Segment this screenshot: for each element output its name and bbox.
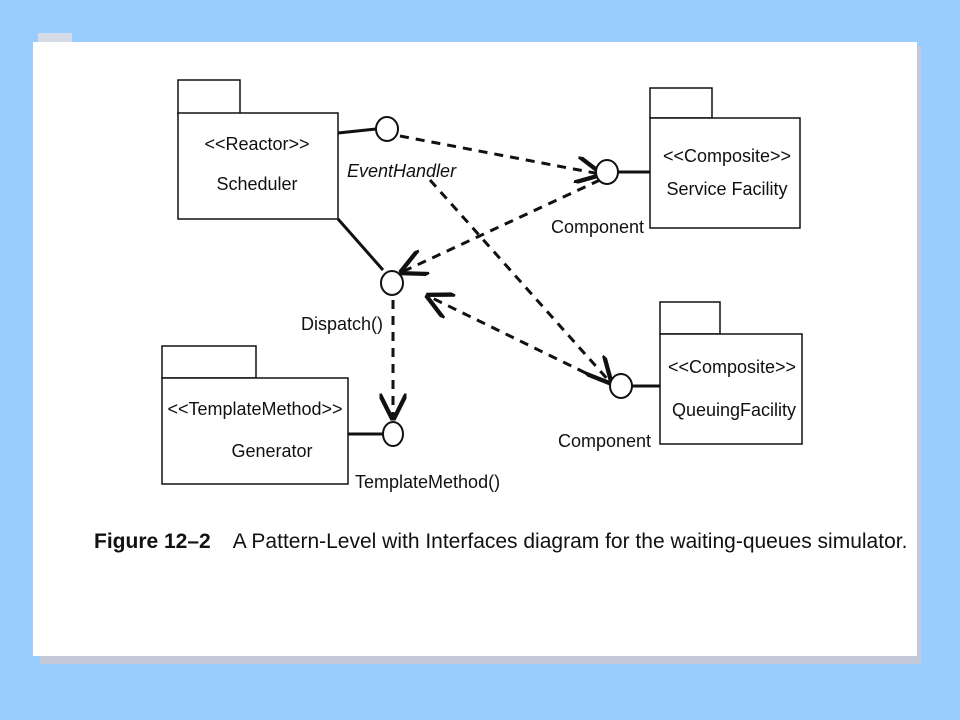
label-eventhandler: EventHandler (347, 161, 457, 181)
interface-component-queuing (609, 373, 633, 399)
service-stereotype: <<Composite>> (663, 146, 791, 166)
package-tab (659, 301, 721, 335)
interface-links (336, 127, 660, 436)
dep-queuing-dispatch (428, 296, 601, 382)
figure-caption: Figure 12–2 A Pattern-Level with Interfac… (94, 530, 914, 554)
generator-name: Generator (231, 441, 312, 461)
interface-dispatch (380, 270, 404, 296)
figure-caption-text: A Pattern-Level with Interfaces diagram … (232, 530, 908, 553)
label-dispatch: Dispatch() (301, 314, 383, 334)
link-scheduler-dispatch (336, 218, 385, 271)
interface-component-service (595, 159, 619, 185)
package-generator: <<TemplateMethod>> Generator (161, 345, 349, 485)
dep-component-dispatch (402, 178, 601, 272)
package-body (659, 333, 803, 445)
interface-circles (375, 116, 633, 447)
package-tab (177, 79, 241, 115)
dependency-arrows (393, 134, 610, 418)
dep-eventhandler-queuing (428, 179, 610, 382)
package-body (649, 117, 801, 229)
package-queuing-facility: <<Composite>> QueuingFacility (659, 301, 803, 445)
service-name: Service Facility (666, 179, 787, 199)
figure-number: Figure 12–2 (94, 530, 211, 553)
dep-eventhandler-component (399, 134, 600, 174)
package-body (161, 377, 349, 485)
link-scheduler-eventhandler (337, 127, 377, 135)
queuing-stereotype: <<Composite>> (668, 357, 796, 377)
interface-eventhandler (375, 116, 399, 142)
label-component-queuing: Component (558, 431, 651, 451)
interface-templatemethod (382, 421, 404, 447)
label-templatemethod: TemplateMethod() (355, 472, 500, 492)
package-scheduler: <<Reactor>> Scheduler (177, 79, 339, 220)
label-component-service: Component (551, 217, 644, 237)
scheduler-stereotype: <<Reactor>> (204, 134, 309, 154)
package-service-facility: <<Composite>> Service Facility (649, 87, 801, 229)
queuing-name: QueuingFacility (672, 400, 796, 420)
scheduler-name: Scheduler (216, 174, 297, 194)
package-body (177, 112, 339, 220)
generator-stereotype: <<TemplateMethod>> (167, 399, 342, 419)
package-tab (649, 87, 713, 119)
package-tab (161, 345, 257, 379)
